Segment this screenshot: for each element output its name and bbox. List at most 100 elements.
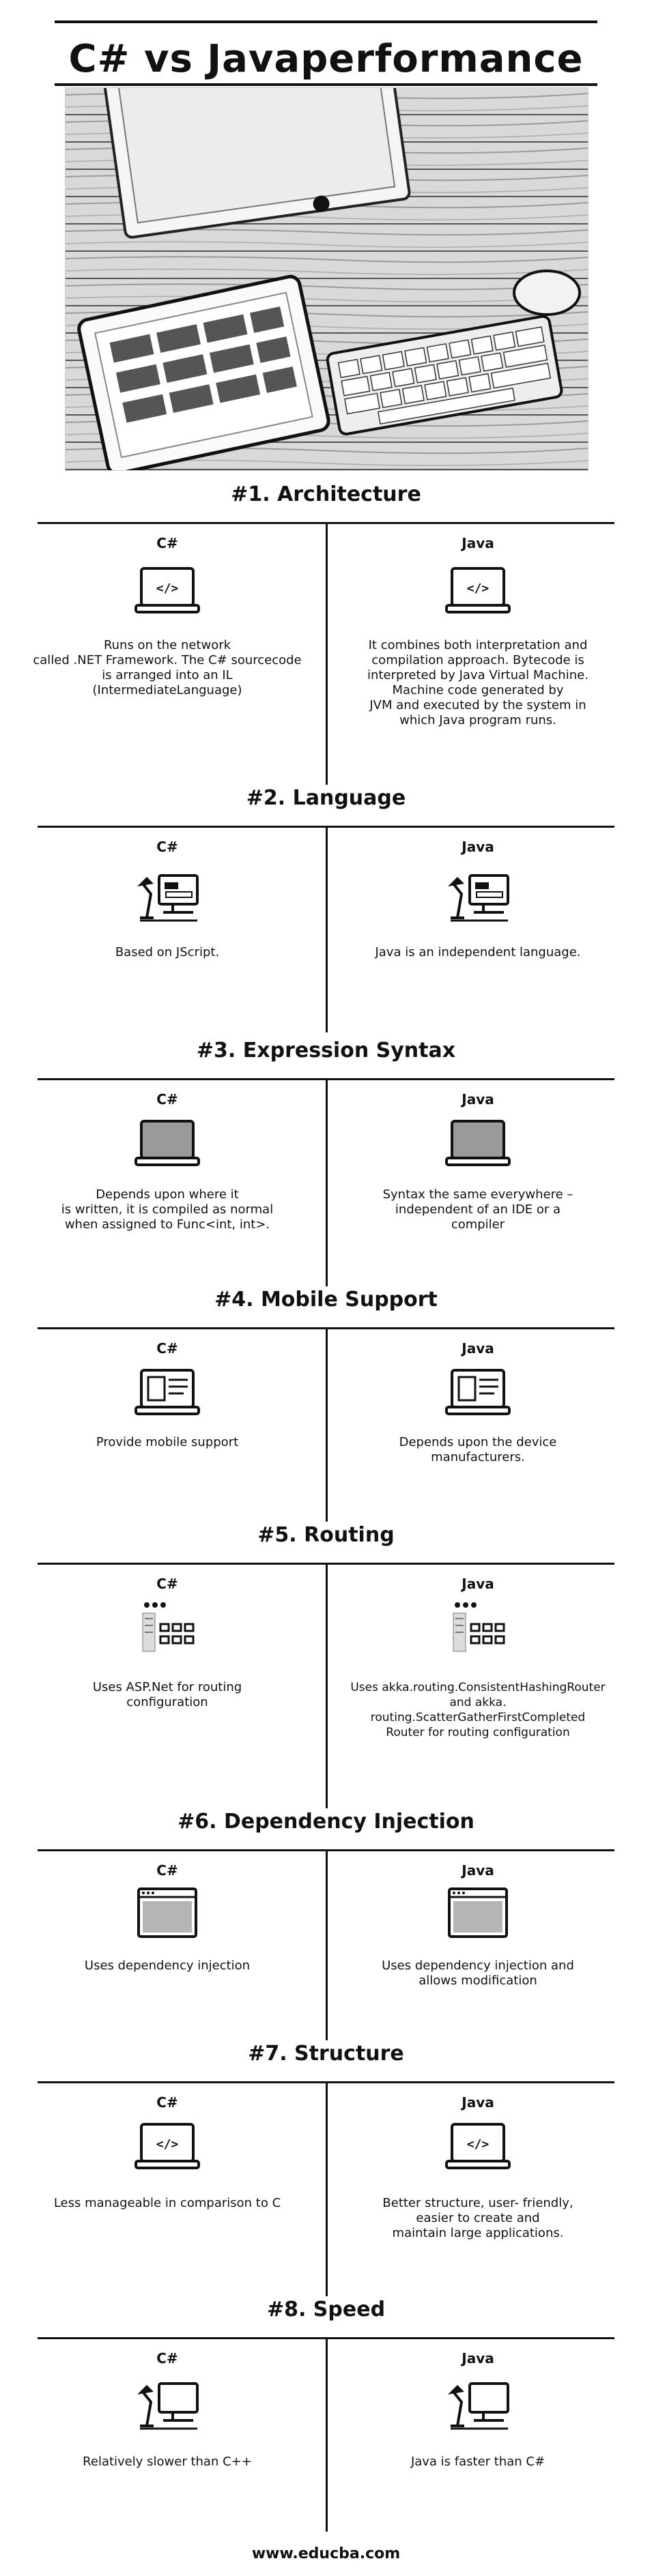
- top-rule: [55, 20, 597, 23]
- section-title: #5. Routing: [257, 1523, 395, 1547]
- page-title: C# vs Javaperformance: [68, 37, 584, 81]
- description-text: Based on JScript.: [115, 945, 220, 959]
- column-divider: [326, 1329, 328, 1522]
- column-heading: Java: [462, 839, 494, 855]
- column-heading: Java: [462, 1340, 494, 1357]
- column-divider: [326, 2083, 328, 2296]
- section-divider: [38, 1078, 614, 1080]
- column-csharp: C# Relatively slower than C++: [31, 2344, 304, 2528]
- column-java: Java Syntax the same everywhere – indepe…: [341, 1085, 614, 1283]
- section-title: #7. Structure: [248, 2042, 404, 2066]
- code-laptop-icon: </>: [445, 2123, 511, 2169]
- section-divider: [38, 1849, 614, 1851]
- section-divider: [38, 522, 614, 524]
- column-divider: [326, 828, 328, 1032]
- svg-text:</>: </>: [156, 581, 179, 596]
- column-csharp: C# Depends upon where it is written, it …: [31, 1085, 304, 1283]
- section-title: #2. Language: [246, 786, 406, 810]
- section-title: #6. Dependency Injection: [178, 1810, 474, 1834]
- section-routing: #5. Routing C# Uses ASP.Net for routing …: [0, 1522, 652, 1808]
- hero-image: [65, 87, 589, 471]
- column-java: Java Uses dependency injection and allow…: [341, 1856, 614, 2034]
- section-structure: #7. Structure C# </> Less manageable in …: [0, 2040, 652, 2296]
- description-text: Uses akka.routing.ConsistentHashingRoute…: [350, 1681, 606, 1739]
- code-laptop-icon: </>: [134, 567, 200, 613]
- section-title: #4. Mobile Support: [214, 1288, 438, 1312]
- description-text: Depends upon the device manufacturers.: [399, 1435, 557, 1464]
- column-divider: [326, 2339, 328, 2532]
- description-text: Java is an independent language.: [375, 945, 581, 959]
- section-expression-syntax: #3. Expression Syntax C# Depends upon wh…: [0, 1037, 652, 1286]
- laptop-icon: [134, 1120, 200, 1166]
- column-heading: C#: [156, 1576, 178, 1592]
- column-divider: [326, 1851, 328, 2040]
- column-divider: [326, 524, 328, 785]
- section-title: #3. Expression Syntax: [196, 1039, 456, 1062]
- section-architecture: #1. Architecture C# </> Runs on the netw…: [0, 481, 652, 785]
- browser-window-icon: [137, 1887, 197, 1938]
- column-java: Java </> It combines both interpretation…: [341, 529, 614, 781]
- footer-url[interactable]: www.educba.com: [251, 2545, 401, 2562]
- routing-diagram-icon: [142, 1602, 195, 1652]
- section-divider: [38, 1563, 614, 1565]
- column-csharp: C# </> Less manageable in comparison to …: [31, 2088, 304, 2293]
- desk-lamp-monitor-icon: [448, 2382, 509, 2430]
- column-java: Java Java is an independent language.: [341, 833, 614, 1030]
- description-text: Relatively slower than C++: [83, 2455, 252, 2469]
- section-title: #1. Architecture: [231, 482, 421, 506]
- description-text: Runs on the network called .NET Framewor…: [33, 638, 302, 697]
- column-divider: [326, 1080, 328, 1286]
- column-heading: C#: [156, 2350, 178, 2367]
- section-divider: [38, 2337, 614, 2339]
- desk-lamp-monitor-icon: [137, 874, 199, 922]
- description-text: Depends upon where it is written, it is …: [61, 1187, 274, 1232]
- column-java: Java Java is faster than C#: [341, 2344, 614, 2528]
- column-heading: Java: [462, 1862, 494, 1879]
- description-text: Less manageable in comparison to C: [53, 2196, 281, 2210]
- routing-diagram-icon: [453, 1602, 505, 1652]
- description-text: Uses dependency injection: [84, 1958, 251, 1973]
- svg-text:</>: </>: [467, 2137, 490, 2152]
- column-csharp: C# </> Runs on the network called .NET F…: [31, 529, 304, 781]
- column-divider: [326, 1565, 328, 1808]
- svg-text:</>: </>: [156, 2137, 179, 2152]
- layout-laptop-icon: [445, 1369, 511, 1415]
- desk-photo-illustration: [66, 88, 588, 470]
- section-mobile-support: #4. Mobile Support C# Provide mobile sup…: [0, 1286, 652, 1522]
- desk-lamp-monitor-icon: [137, 2382, 199, 2430]
- section-language: #2. Language C# Based on JScript. Java: [0, 785, 652, 1037]
- column-heading: Java: [462, 2094, 494, 2111]
- code-laptop-icon: </>: [134, 2123, 200, 2169]
- column-heading: C#: [156, 839, 178, 855]
- description-text: Uses dependency injection and allows mod…: [382, 1958, 574, 1988]
- section-divider: [38, 2081, 614, 2083]
- column-java: Java </> Better structure, user- friendl…: [341, 2088, 614, 2293]
- column-java: Java Depends upon the device manufacture…: [341, 1334, 614, 1518]
- column-csharp: C# Uses dependency injection: [31, 1856, 304, 2034]
- description-text: Better structure, user- friendly, easier…: [382, 2196, 573, 2240]
- column-heading: C#: [156, 535, 178, 551]
- browser-window-icon: [448, 1887, 508, 1938]
- section-dependency-injection: #6. Dependency Injection C# Uses depende…: [0, 1808, 652, 2040]
- column-heading: C#: [156, 1340, 178, 1357]
- section-title: #8. Speed: [266, 2298, 386, 2321]
- code-laptop-icon: </>: [445, 567, 511, 613]
- description-text: Java is faster than C#: [410, 2455, 545, 2469]
- section-divider: [38, 826, 614, 828]
- description-text: It combines both interpretation and comp…: [367, 638, 589, 727]
- description-text: Provide mobile support: [96, 1435, 239, 1449]
- column-heading: C#: [156, 1862, 178, 1879]
- column-heading: Java: [462, 1091, 494, 1108]
- description-text: Syntax the same everywhere – independent…: [382, 1187, 573, 1232]
- laptop-icon: [445, 1120, 511, 1166]
- layout-laptop-icon: [134, 1369, 200, 1415]
- column-csharp: C# Based on JScript.: [31, 833, 304, 1030]
- section-divider: [38, 1327, 614, 1329]
- column-heading: Java: [462, 535, 494, 551]
- column-java: Java Uses akka.routing.ConsistentHashing…: [341, 1569, 614, 1801]
- title-underline: [55, 83, 597, 86]
- description-text: Uses ASP.Net for routing configuration: [92, 1680, 242, 1709]
- column-heading: C#: [156, 2094, 178, 2111]
- desk-lamp-monitor-icon: [448, 874, 509, 922]
